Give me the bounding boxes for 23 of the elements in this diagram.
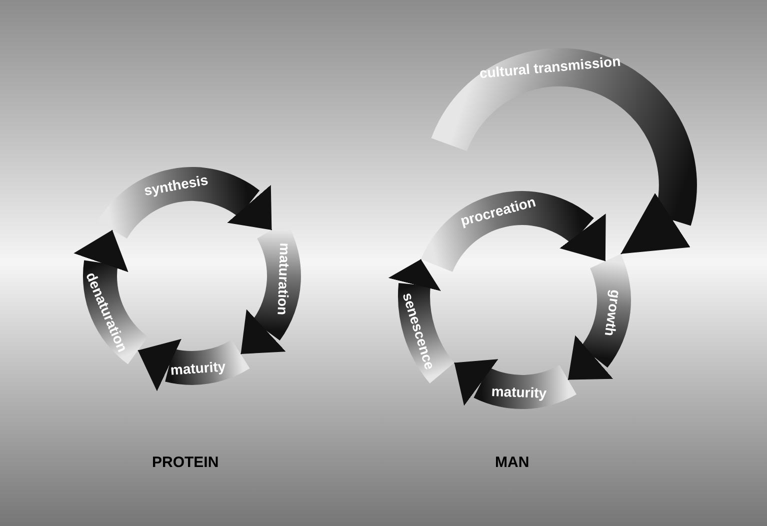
curved-band [473, 364, 577, 409]
arrowhead [560, 214, 606, 262]
arrowhead [568, 335, 614, 380]
arrowhead [620, 193, 690, 254]
arrowhead [388, 258, 441, 292]
curved-band [83, 260, 148, 365]
arrowhead [454, 359, 498, 406]
cycle-title: PROTEIN [152, 453, 219, 473]
cycle-title: MAN [495, 453, 530, 473]
band-label: maturity [170, 358, 226, 377]
arrowhead [227, 184, 272, 230]
curved-band [398, 282, 455, 384]
band-label: maturity [490, 384, 547, 400]
band-label: synthesis [143, 172, 210, 198]
band-label: cultural transmission [478, 54, 621, 81]
curved-band [420, 191, 594, 272]
band-label: maturation [276, 242, 292, 316]
curved-band [580, 253, 631, 368]
arrowhead [74, 230, 128, 272]
arrowhead [240, 309, 286, 354]
arrowhead [137, 338, 182, 392]
band-label: growth [602, 288, 624, 337]
curved-band [165, 339, 250, 385]
